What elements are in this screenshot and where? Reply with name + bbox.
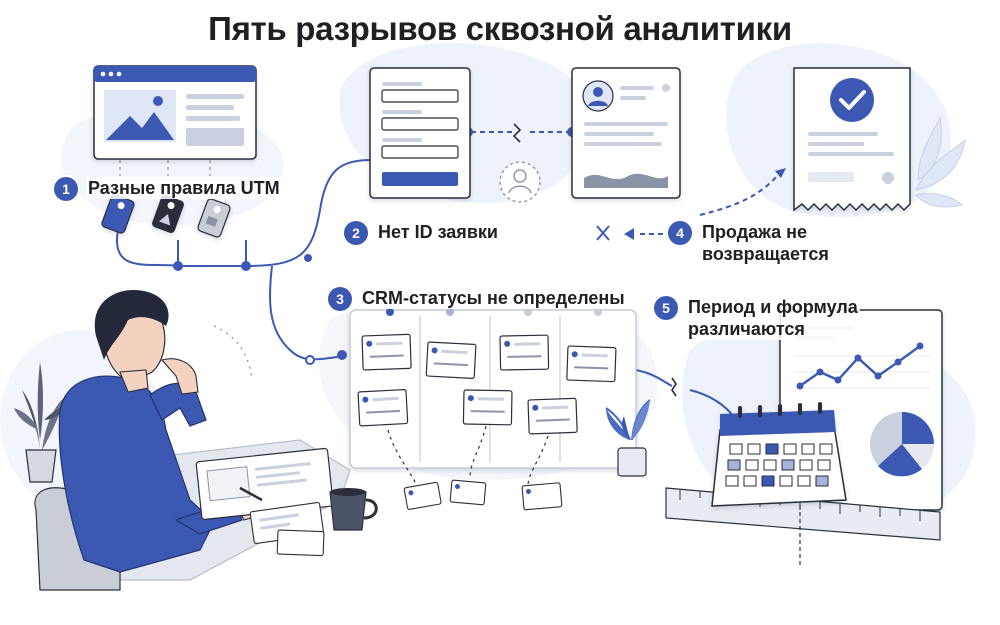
desk-papers [195,447,334,557]
step-4-badge: 4 [668,221,692,245]
falling-cards [387,425,563,511]
broken-link-icon [512,123,677,397]
page-title: Пять разрывов сквозной аналитики [208,10,792,47]
step-2-request-id: 2 Нет ID заявки [344,221,500,245]
leaf-decoration [915,116,966,208]
arrow-right-icon [775,168,786,178]
step-5-label: Период и формула различаются [686,296,860,340]
step-4-sale-not-returned: 4 Продажа не возвращается [668,221,831,265]
mug-icon [329,488,378,531]
receipt-check-icon [793,67,911,212]
plant-icon [605,399,651,477]
form-icon [369,67,471,199]
step-3-label: CRM-статусы не определены [360,287,627,309]
step-4-label: Продажа не возвращается [700,221,831,265]
kanban-cards [357,333,617,435]
tag-icon [101,194,231,238]
step-3-badge: 3 [328,287,352,311]
step-4-label-line2: возвращается [702,244,829,264]
cross-icon [596,225,610,241]
step-1-badge: 1 [54,177,78,201]
step-5-label-line1: Период и формула [688,297,858,317]
step-4-label-line1: Продажа не [702,222,808,242]
step-2-label: Нет ID заявки [376,221,500,243]
step-1-utm: 1 Разные правила UTM [54,177,282,201]
step-5-period-formula: 5 Период и формула различаются [654,296,860,340]
calendar-icon [711,402,847,507]
step-3-crm-statuses: 3 CRM-статусы не определены [328,287,627,311]
profile-card-icon [571,67,681,199]
user-outline-icon [499,161,541,203]
webpage-icon [93,65,257,160]
step-5-label-line2: различаются [688,319,805,339]
step-5-badge: 5 [654,296,678,320]
step-2-badge: 2 [344,221,368,245]
step-1-label: Разные правила UTM [86,177,282,199]
dotted-thought-arc [213,325,253,379]
arrow-left-icon [624,228,634,240]
dotted-guides [119,160,211,176]
